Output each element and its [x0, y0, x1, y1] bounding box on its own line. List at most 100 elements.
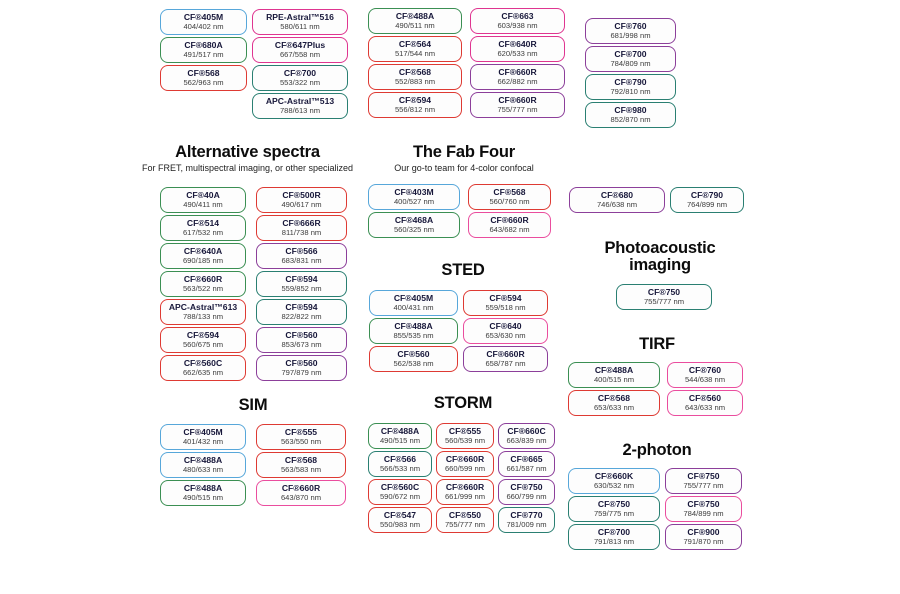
dye-name: CF®560	[285, 357, 318, 368]
dye-name: CF®750	[597, 498, 631, 509]
section-header-sted: STED	[368, 261, 558, 279]
dye-name: CF®660R	[490, 214, 529, 225]
dye-name: CF®660R	[281, 482, 321, 493]
dye-wavelength: 480/633 nm	[182, 464, 224, 474]
dye-name: CF®760	[614, 20, 647, 31]
dye-name: CF®514	[186, 217, 220, 228]
dye-name: CF®680	[600, 189, 634, 200]
dye-name: CF®40A	[186, 189, 220, 200]
dye-wavelength: 822/822 nm	[281, 311, 322, 321]
dye-wavelength: 560/539 nm	[444, 435, 486, 445]
dye-wavelength: 404/402 nm	[183, 21, 224, 31]
dye-wavelength: 401/432 nm	[182, 436, 224, 446]
dye-name: CF®594	[285, 301, 318, 312]
dye-wavelength: 566/533 nm	[379, 463, 421, 473]
dye-wavelength: 658/787 nm	[485, 358, 526, 368]
dye-wavelength: 560/760 nm	[489, 196, 530, 206]
dye-wavelength: 792/810 nm	[610, 86, 651, 96]
dye-wavelength: 690/185 nm	[182, 255, 224, 265]
dye-wavelength: 560/675 nm	[182, 339, 224, 349]
dye-wavelength: 755/777 nm	[643, 296, 685, 306]
dye-wavelength: 562/963 nm	[183, 77, 224, 87]
dye-name: CF®790	[614, 76, 647, 87]
dye-name: CF®568	[187, 67, 220, 78]
dye-name: CF®660R	[498, 66, 537, 77]
dye-name: CF®500R	[282, 189, 321, 200]
dye-wavelength: 491/517 nm	[183, 49, 224, 59]
section-title: STORM	[433, 394, 493, 412]
dye-wavelength: 620/533 nm	[497, 48, 538, 58]
dye-wavelength: 855/535 nm	[393, 330, 434, 340]
dye-wavelength: 490/515 nm	[182, 492, 224, 502]
dye-name: APC-Astral™613	[168, 301, 238, 312]
section-title-line2: imaging	[629, 256, 691, 275]
dye-name: CF®568	[493, 186, 526, 197]
dye-wavelength: 663/839 nm	[506, 435, 547, 445]
dye-wavelength: 653/633 nm	[593, 402, 635, 412]
dye-name: CF®594	[186, 329, 220, 340]
dye-wavelength: 559/852 nm	[281, 283, 322, 293]
section-subtitle: Our go-to team for 4-color confocal	[394, 163, 534, 174]
dye-wavelength: 853/673 nm	[281, 339, 322, 349]
dye-name: CF®660R	[445, 481, 485, 492]
dye-name: CF®488A	[380, 425, 420, 436]
dye-name: CF®750	[647, 286, 681, 297]
dye-name: CF®750	[687, 498, 720, 509]
dye-wavelength: 400/527 nm	[393, 196, 435, 206]
dye-name: CF®560C	[183, 357, 223, 368]
dye-name: CF®568	[284, 454, 318, 465]
dye-wavelength: 755/777 nm	[497, 104, 538, 114]
dye-wavelength: 852/870 nm	[610, 114, 651, 124]
dye-wavelength: 563/583 nm	[280, 464, 322, 474]
dye-name: CF®555	[284, 426, 318, 437]
dye-name: CF®594	[489, 292, 522, 303]
dye-name: CF®680A	[184, 39, 223, 50]
dye-wavelength: 490/617 nm	[281, 199, 322, 209]
dye-wavelength: 400/431 nm	[393, 302, 434, 312]
section-header-tirf: TIRF	[585, 335, 729, 353]
dye-name: CF®488A	[394, 320, 433, 331]
dye-name: CF®405M	[183, 11, 224, 22]
dye-name: CF®403M	[394, 186, 434, 197]
dye-wavelength: 667/558 nm	[279, 49, 321, 59]
dye-name: CF®594	[398, 94, 432, 105]
dye-name: CF®405M	[183, 426, 223, 437]
